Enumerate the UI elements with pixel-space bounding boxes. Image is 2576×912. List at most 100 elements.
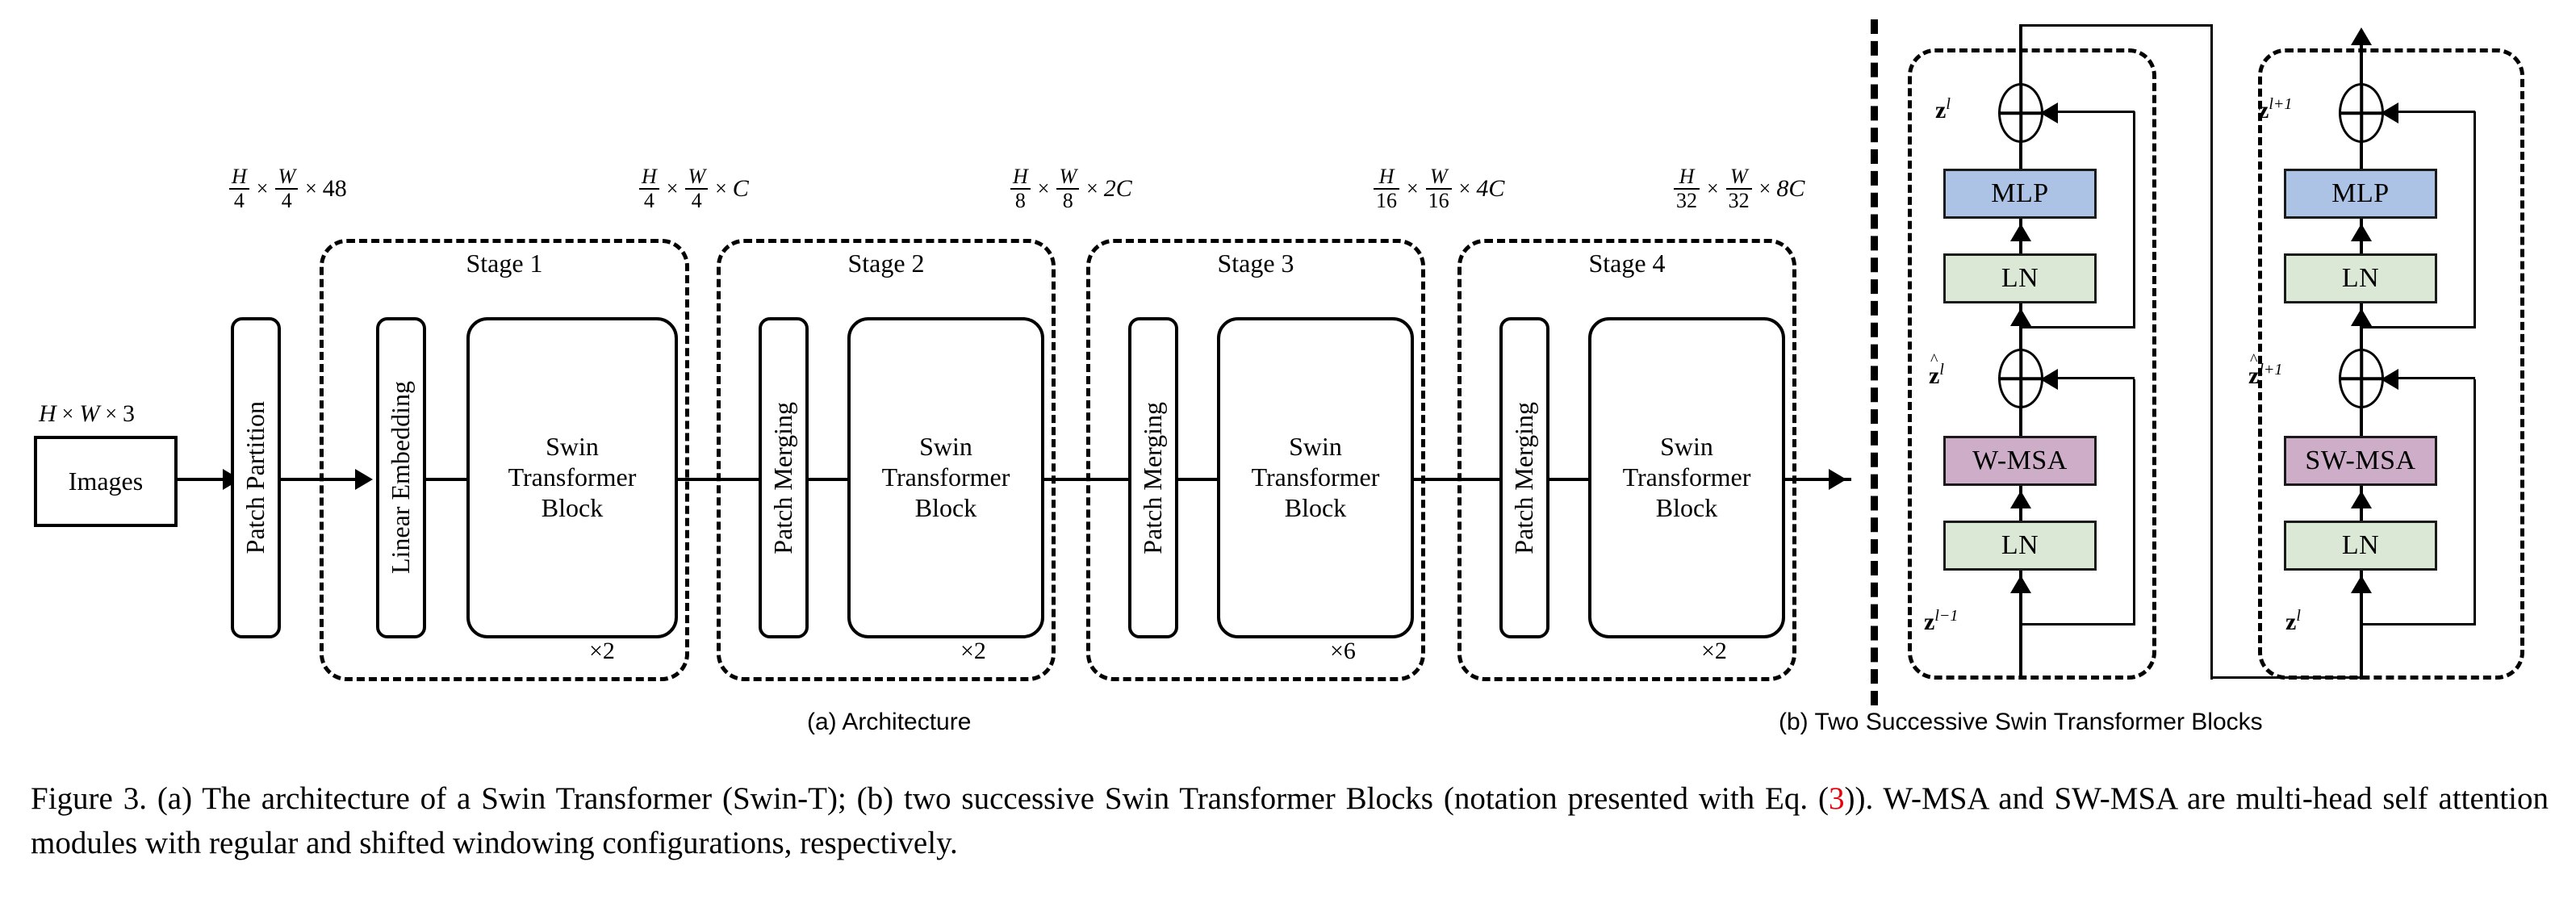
swin-transformer-block-3: Swin Transformer Block <box>1217 317 1414 638</box>
patch-merging-label-4: Patch Merging <box>1509 401 1539 554</box>
stage-4-label: Stage 4 <box>1588 249 1666 278</box>
patch-merging-box-4: Patch Merging <box>1499 317 1549 638</box>
dim3-num1: H <box>1378 165 1395 188</box>
block-b-mid-add <box>2339 349 2384 408</box>
block-b-mlp: MLP <box>2284 169 2437 219</box>
stage-3-label: Stage 3 <box>1217 249 1294 278</box>
block-b-ln-bottom: LN <box>2284 521 2437 571</box>
block-b-ln-bottom-label: LN <box>2341 530 2380 560</box>
dim-label-input: H×W×3 <box>39 400 136 427</box>
figure-caption: Figure 3. (a) The architecture of a Swin… <box>31 776 2549 866</box>
dim1-num2: W <box>688 165 706 188</box>
dim2-chan: 2C <box>1103 175 1132 202</box>
block-a-skip2-bottom <box>2021 326 2135 328</box>
block-b-skip2-bottom <box>2361 326 2476 328</box>
block-a-skip1-head <box>2040 369 2058 390</box>
block-a-ln-top-label: LN <box>2001 263 2039 293</box>
swin-block-1-line-1: Swin <box>546 432 599 462</box>
block-a-mlp: MLP <box>1943 169 2097 219</box>
block-a-mid-label: ^zl <box>1929 351 1944 389</box>
caption-eq-reference[interactable]: 3 <box>1828 781 1845 816</box>
patch-partition-box: Patch Partition <box>231 317 281 638</box>
dim1-den2: 4 <box>691 189 702 212</box>
dim3-num2: W <box>1429 165 1448 188</box>
block-b-arrow-add-to-ln-top <box>2351 308 2372 326</box>
block-b-output-arrow <box>2351 27 2372 45</box>
block-b-mid-label: ^zl+1 <box>2248 351 2283 389</box>
linear-embedding-label: Linear Embedding <box>386 381 416 575</box>
block-a-skip1-bottom <box>2021 623 2135 625</box>
arrow-stage4-output-head <box>1829 469 1846 490</box>
dim3-den2: 16 <box>1428 189 1449 212</box>
block-a-arrow-ln-to-mlp <box>2010 224 2031 241</box>
swin-block-3-line-1: Swin <box>1289 432 1342 462</box>
patch-merging-label-3: Patch Merging <box>1138 401 1168 554</box>
block-b-output-label: zl+1 <box>2258 95 2293 123</box>
block-a-ln-bottom-label: LN <box>2001 530 2039 560</box>
block-b-arrow-input-to-ln <box>2351 575 2372 593</box>
patch-merging-label-2: Patch Merging <box>768 401 798 554</box>
stage-3-container <box>1086 239 1425 681</box>
block-connector-top <box>2019 24 2213 27</box>
swin-block-2-line-2: Transformer <box>881 462 1010 492</box>
dim4-num2: W <box>1729 165 1748 188</box>
swin-block-a-container <box>1908 48 2156 680</box>
swin-block-4-line-1: Swin <box>1660 432 1713 462</box>
block-b-skip2-right <box>2474 111 2476 328</box>
block-b-ln-top-label: LN <box>2341 263 2380 293</box>
arrow-stage3-to-stage4-line <box>1414 478 1517 481</box>
swin-block-4-line-3: Block <box>1655 492 1718 522</box>
block-a-output-label: zl <box>1935 95 1951 123</box>
block-b-skip1-top <box>2394 377 2475 379</box>
block-a-ln-bottom: LN <box>1943 521 2097 571</box>
dim2-num1: H <box>1013 165 1028 188</box>
dim1-num1: H <box>642 165 657 188</box>
dim0-num2: W <box>278 165 296 188</box>
dim0-chan: 48 <box>322 175 347 202</box>
dim4-num1: H <box>1679 165 1695 188</box>
subcaption-b: (b) Two Successive Swin Transformer Bloc… <box>1779 709 2263 735</box>
block-a-skip1-right <box>2133 379 2135 625</box>
arrow-pp-to-linear-embedding-head <box>355 469 373 490</box>
swin-block-2-line-1: Swin <box>919 432 972 462</box>
arrow-stage4-output-line <box>1785 478 1851 481</box>
dim2-den2: 8 <box>1062 189 1073 212</box>
block-a-ln-top: LN <box>1943 253 2097 303</box>
block-b-arrow-ln-to-mlp <box>2351 224 2372 241</box>
block-b-skip2-top <box>2394 111 2475 113</box>
dim3-chan: 4C <box>1476 175 1505 202</box>
block-b-ln-top: LN <box>2284 253 2437 303</box>
caption-part-1: Figure 3. (a) The architecture of a Swin… <box>31 781 1829 816</box>
stage-1-repeat: ×2 <box>589 638 615 664</box>
block-a-attn: W-MSA <box>1943 436 2097 486</box>
swin-block-3-line-3: Block <box>1284 492 1347 522</box>
dim4-den2: 32 <box>1728 189 1750 212</box>
swin-block-1-line-2: Transformer <box>508 462 637 492</box>
dim2-den1: 8 <box>1014 189 1026 212</box>
block-b-skip1-bottom <box>2361 623 2476 625</box>
swin-block-3-line-2: Transformer <box>1251 462 1380 492</box>
block-b-mlp-label: MLP <box>2331 178 2390 208</box>
stage-1-container <box>320 239 689 681</box>
swin-transformer-block-1: Swin Transformer Block <box>466 317 678 638</box>
block-a-mlp-label: MLP <box>1991 178 2049 208</box>
arrow-stage1-to-stage2-line <box>678 478 781 481</box>
caption-part-2: )). W-MSA and SW-MSA are multi-head self… <box>31 781 2549 861</box>
block-b-top-add <box>2339 83 2384 143</box>
dim4-den1: 32 <box>1676 189 1697 212</box>
stage-1-label: Stage 1 <box>466 249 543 278</box>
block-a-skip2-head <box>2040 102 2058 123</box>
stage-2-container <box>717 239 1056 681</box>
block-a-mid-add <box>1998 349 2043 408</box>
swin-block-1-line-3: Block <box>541 492 604 522</box>
arrow-le-to-block1-line <box>426 478 505 481</box>
swin-transformer-block-4: Swin Transformer Block <box>1588 317 1785 638</box>
swin-block-2-line-3: Block <box>914 492 977 522</box>
block-a-arrow-input-to-ln <box>2010 575 2031 593</box>
block-connector-right <box>2210 24 2213 680</box>
images-label: Images <box>68 466 144 496</box>
block-b-input-label: zl <box>2285 607 2301 635</box>
